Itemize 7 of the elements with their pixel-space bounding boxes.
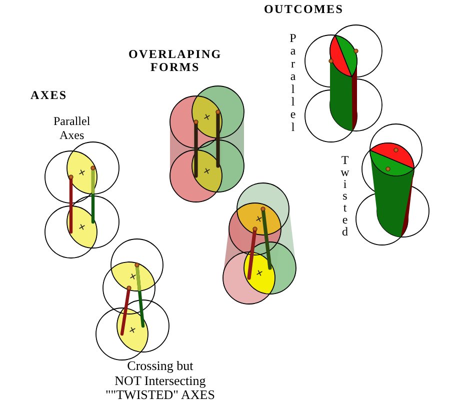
section-heading: AXES: [30, 89, 68, 102]
section-heading: OUTCOMES: [264, 3, 344, 16]
vertical-label: Parallel: [287, 31, 299, 133]
vertical-label: Twisted: [339, 153, 351, 236]
section-heading: OVERLAPING FORMS: [128, 48, 222, 74]
caption-text: Crossing but NOT Intersecting ""TWISTED" AXES: [106, 359, 215, 402]
caption-text: Parallel Axes: [54, 114, 90, 142]
